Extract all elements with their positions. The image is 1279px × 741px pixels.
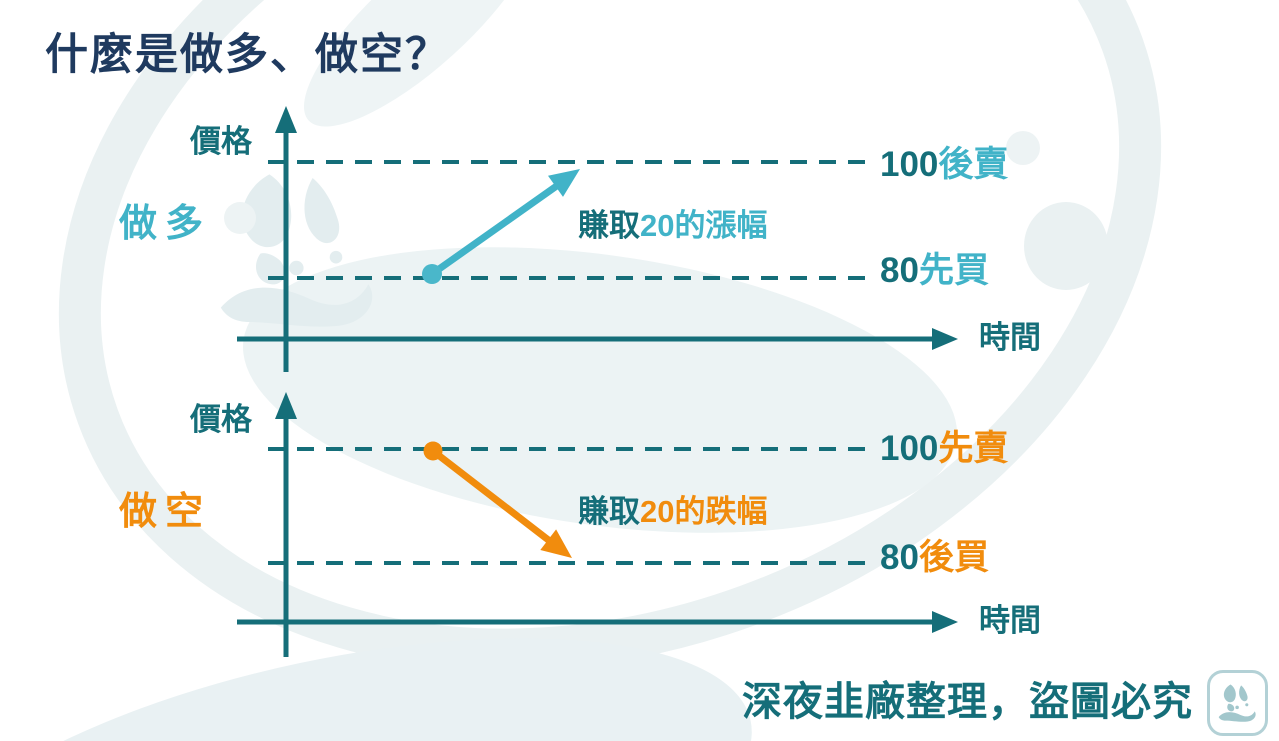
short-level-80-label: 80後買	[880, 540, 989, 575]
short-level-100-action: 先賣	[938, 429, 1009, 468]
short-profit-annotation: 賺取20的跌幅	[578, 496, 767, 527]
time-axis-arrowhead	[932, 328, 958, 350]
long-entry-dot	[422, 264, 442, 284]
long-time-axis-label: 時間	[979, 320, 1041, 355]
long-profit-annotation: 賺取20的漲幅	[578, 210, 767, 241]
short-profit-highlight: 20的跌幅	[640, 494, 768, 529]
price-axis-arrowhead	[275, 106, 297, 133]
price-axis-arrowhead	[275, 392, 297, 419]
splash-logo-icon	[1218, 684, 1256, 722]
short-trade-arrow	[430, 448, 554, 545]
long-trade-arrowhead	[548, 169, 580, 197]
short-chart	[237, 392, 958, 657]
long-trade-arrow	[429, 182, 561, 277]
short-level-100-label: 100先賣	[880, 431, 1008, 466]
short-trade-arrowhead	[540, 529, 572, 558]
watermark-splash-icon	[220, 174, 373, 327]
short-level-100-price: 100	[880, 429, 939, 468]
time-axis-arrowhead	[932, 611, 958, 633]
short-level-80-price: 80	[880, 538, 919, 577]
long-chart	[237, 106, 958, 372]
long-side-label: 做多	[119, 203, 212, 245]
watermark-dot	[1006, 131, 1040, 165]
watermark-dot	[224, 202, 256, 234]
long-level-100-label: 100後賣	[880, 147, 1008, 182]
brand-logo	[1207, 670, 1268, 736]
watermark-bottom-swoosh	[0, 638, 752, 741]
watermark-circle	[1024, 202, 1108, 290]
short-time-axis-label: 時間	[979, 603, 1041, 638]
watermark-top-band	[303, 0, 537, 127]
long-price-axis-label: 價格	[190, 124, 252, 159]
short-price-axis-label: 價格	[190, 402, 252, 437]
long-profit-highlight: 20的漲幅	[640, 208, 768, 243]
short-side-label: 做空	[119, 491, 212, 533]
long-profit-prefix: 賺取	[578, 208, 640, 243]
watermark-credit-text: 深夜韭廠整理，盜圖必究	[742, 680, 1193, 724]
long-level-80-action: 先買	[918, 251, 989, 290]
page-title: 什麼是做多、做空？	[45, 31, 450, 79]
short-level-80-action: 後買	[918, 538, 989, 577]
short-entry-dot	[423, 441, 443, 461]
long-level-80-label: 80先買	[880, 253, 989, 288]
long-level-100-action: 後賣	[938, 145, 1009, 184]
short-profit-prefix: 賺取	[578, 494, 640, 529]
long-level-100-price: 100	[880, 145, 939, 184]
watermark-middle-blob	[243, 247, 957, 533]
long-level-80-price: 80	[880, 251, 919, 290]
